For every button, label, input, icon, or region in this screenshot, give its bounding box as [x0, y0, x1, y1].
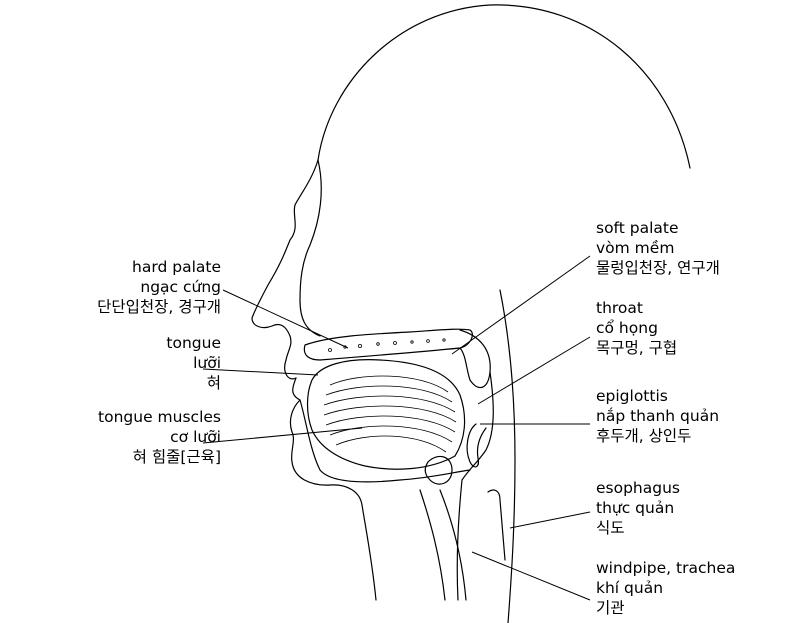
esophagus-ko: 식도 [596, 518, 680, 538]
label-tongue-muscles: tongue muscles cơ lưỡi 혀 힘줄[근육] [98, 407, 221, 467]
tongue-muscles-ko: 혀 힘줄[근육] [98, 447, 221, 467]
lips [290, 378, 300, 462]
soft-palate-en: soft palate [596, 218, 720, 238]
epiglottis-vi: nắp thanh quản [596, 406, 719, 426]
lower-jaw [300, 400, 470, 482]
face-outline [252, 160, 318, 379]
hard-palate-en: hard palate [97, 257, 221, 277]
neck-back [500, 290, 515, 623]
hard-palate-ko: 단단입천장, 경구개 [97, 297, 221, 317]
esophagus-vi: thực quản [596, 498, 680, 518]
windpipe-en: windpipe, trachea [596, 558, 735, 578]
tongue-vi: lưỡi [166, 353, 221, 373]
tongue-ko: 혀 [166, 373, 221, 393]
hard-palate-vi: ngạc cứng [97, 277, 221, 297]
tongue-muscles-en: tongue muscles [98, 407, 221, 427]
windpipe-ko: 기관 [596, 598, 735, 618]
throat-en: throat [596, 298, 677, 318]
tongue-muscles-vi: cơ lưỡi [98, 427, 221, 447]
larynx-shape [425, 456, 452, 484]
epiglottis-en: epiglottis [596, 386, 719, 406]
nasal-cavity [300, 160, 321, 336]
palate-texture [329, 339, 446, 352]
hard-palate-shape [304, 329, 472, 360]
label-epiglottis: epiglottis nắp thanh quản 후두개, 상인두 [596, 386, 719, 446]
chin-neck [292, 462, 376, 600]
soft-palate-ko: 물렁입천장, 연구개 [596, 258, 720, 278]
label-throat: throat cổ họng 목구멍, 구협 [596, 298, 677, 358]
epiglottis-shape [467, 424, 486, 467]
windpipe-vi: khí quản [596, 578, 735, 598]
skull-outline [318, 5, 690, 168]
label-windpipe: windpipe, trachea khí quản 기관 [596, 558, 735, 618]
label-hard-palate: hard palate ngạc cứng 단단입천장, 경구개 [97, 257, 221, 317]
soft-palate-vi: vòm mềm [596, 238, 720, 258]
esophagus-en: esophagus [596, 478, 680, 498]
throat-vi: cổ họng [596, 318, 677, 338]
label-soft-palate: soft palate vòm mềm 물렁입천장, 연구개 [596, 218, 720, 278]
epiglottis-ko: 후두개, 상인두 [596, 426, 719, 446]
label-esophagus: esophagus thực quản 식도 [596, 478, 680, 538]
throat-ko: 목구멍, 구협 [596, 338, 677, 358]
leader-lines [203, 256, 590, 600]
label-tongue: tongue lưỡi 혀 [166, 333, 221, 393]
soft-palate-shape [460, 330, 490, 388]
esophagus-tube [488, 490, 505, 560]
tongue-en: tongue [166, 333, 221, 353]
tongue-muscle-lines [324, 376, 456, 452]
